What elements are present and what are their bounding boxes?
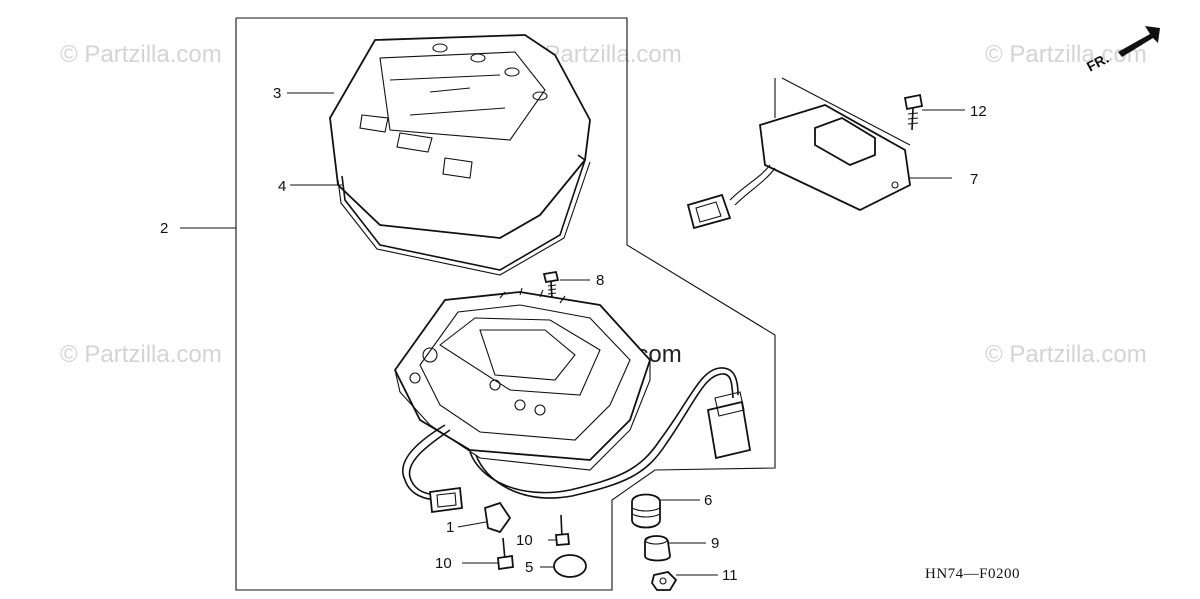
callout-4: 4 [278, 178, 286, 195]
nut[interactable] [651, 571, 718, 591]
wire-harness[interactable] [402, 367, 752, 514]
callout-2: 2 [160, 220, 168, 237]
callout-9: 9 [711, 535, 719, 552]
harness-clamp[interactable] [457, 501, 512, 534]
watermark: © Partzilla.com [60, 41, 222, 68]
callout-11: 11 [722, 567, 738, 584]
screw[interactable] [542, 270, 560, 299]
cap[interactable] [540, 554, 587, 578]
diagram-code: HN74—F0200 [925, 566, 1020, 582]
callout-1: 1 [446, 519, 454, 536]
callout-3: 3 [273, 85, 281, 102]
callout-12: 12 [970, 103, 987, 120]
watermark: © Partzilla.com [985, 41, 1147, 68]
bolt[interactable] [903, 93, 965, 131]
callout-10: 10 [516, 532, 533, 549]
assembly-bracket [180, 17, 776, 591]
meter-case-cover[interactable] [329, 34, 591, 239]
screw[interactable] [462, 537, 514, 571]
callout-7: 7 [970, 171, 978, 188]
collar[interactable] [644, 535, 706, 562]
callout-10: 10 [435, 555, 452, 572]
callout-6: 6 [704, 492, 712, 509]
control-unit[interactable] [686, 77, 952, 230]
arrow-icon [1118, 26, 1160, 57]
callout-5: 5 [525, 559, 533, 576]
gasket[interactable] [337, 154, 591, 276]
callout-8: 8 [596, 272, 604, 289]
watermark: © Partzilla.com [985, 341, 1147, 368]
meter-assembly[interactable] [393, 287, 652, 471]
watermark: © Partzilla.com [60, 341, 222, 368]
grommet[interactable] [631, 493, 700, 529]
screw[interactable] [548, 514, 570, 546]
